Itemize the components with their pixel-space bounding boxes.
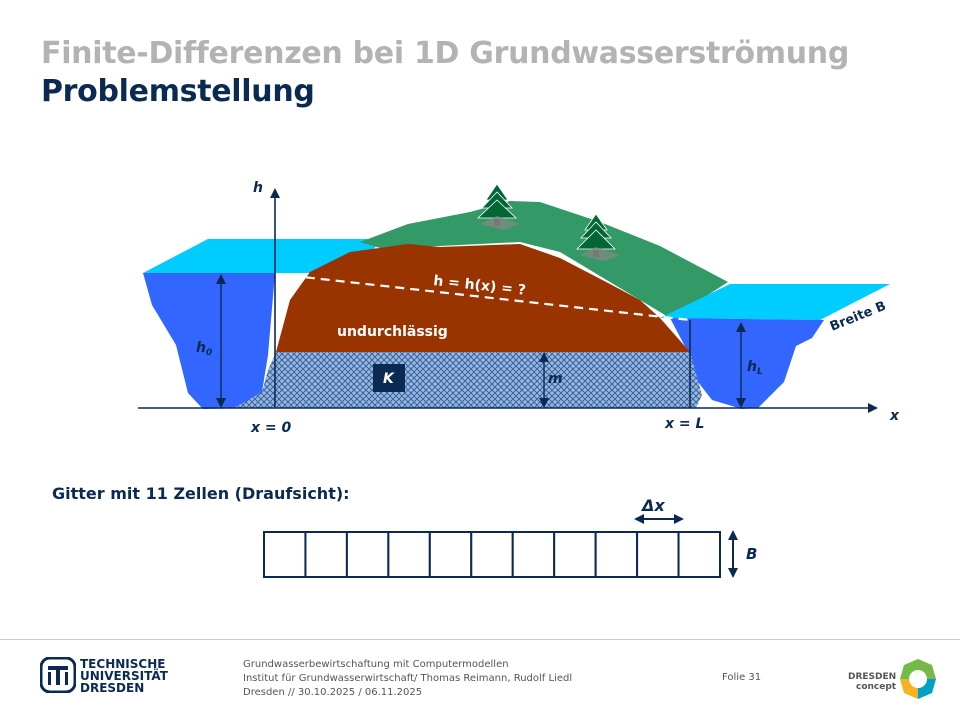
footer-info: Grundwasserbewirtschaftung mit Computerm… — [243, 658, 572, 700]
impermeable-layer — [276, 244, 690, 352]
tree-icon — [476, 183, 520, 230]
left-lake-body — [143, 273, 275, 409]
grid-cell — [677, 531, 721, 578]
tud-logo-icon — [40, 657, 76, 693]
water-table-line — [275, 272, 691, 322]
x-axis-label: x — [889, 408, 900, 424]
dresden-concept-wordmark: DRESDEN concept — [848, 672, 897, 692]
tree-icon — [576, 213, 620, 261]
footer-divider — [0, 639, 960, 640]
grid-cell — [594, 531, 639, 578]
slide-number: Folie 31 — [722, 672, 762, 683]
right-lake-surface — [660, 284, 890, 320]
slide-title-navy: Problemstellung — [41, 74, 315, 109]
xL-label: x = L — [664, 416, 704, 432]
impermeable-label: undurchlässig — [337, 324, 448, 340]
dresden-concept-logo-icon — [900, 659, 936, 699]
left-lake-surface — [143, 239, 380, 273]
hill-green — [360, 201, 728, 318]
footer-course: Grundwasserbewirtschaftung mit Computerm… — [243, 659, 509, 670]
slide-title-gray: Finite-Differenzen bei 1D Grundwasserstr… — [41, 36, 850, 71]
grid-cell — [636, 531, 680, 578]
right-lake-body — [670, 318, 824, 409]
grid-cell — [511, 531, 556, 578]
x0-label: x = 0 — [250, 420, 292, 436]
aquifer-layer — [234, 352, 702, 408]
conductivity-box — [373, 364, 405, 392]
tud-wordmark: TECHNISCHE UNIVERSITÄT DRESDEN — [80, 657, 168, 695]
grid-cell — [304, 531, 348, 578]
grid-cell — [428, 531, 473, 578]
b-label: B — [746, 545, 757, 563]
left-head-label: h0 — [196, 340, 212, 358]
grid-cell — [470, 531, 514, 578]
grid-cell — [263, 531, 307, 578]
right-head-label: hL — [747, 359, 763, 377]
footer-institute: Institut für Grundwasserwirtschaft/ Thom… — [243, 673, 573, 684]
footer-date: Dresden // 30.10.2025 / 06.11.2025 — [243, 687, 423, 698]
grid-cells — [263, 531, 721, 578]
h-axis-label: h — [253, 180, 263, 196]
dx-label: Δx — [640, 496, 665, 515]
conductivity-label: K — [383, 371, 395, 387]
thickness-label: m — [548, 371, 563, 387]
grid-cell — [387, 531, 431, 578]
grid-cell — [553, 531, 597, 578]
grid-cell — [345, 531, 390, 578]
grid-title: Gitter mit 11 Zellen (Draufsicht): — [52, 484, 350, 503]
